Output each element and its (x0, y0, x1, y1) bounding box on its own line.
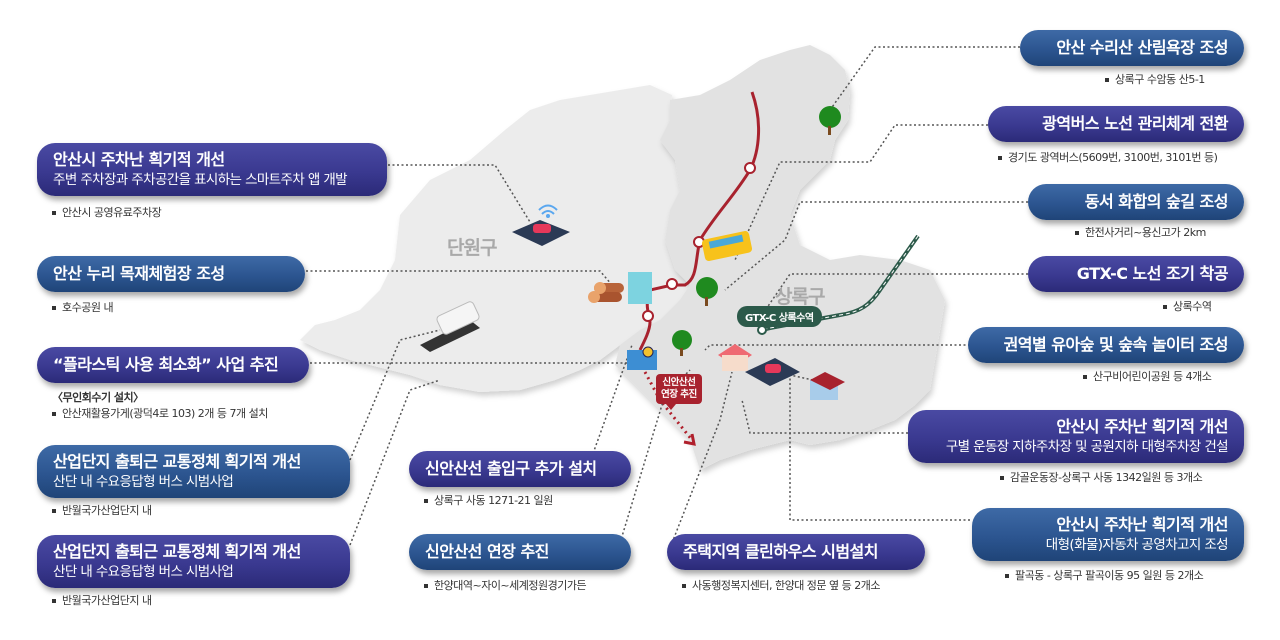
center-box-clean-house[interactable]: 주택지역 클린하우스 시범설치 (667, 534, 925, 570)
right-note-truck-garage: 팔곡동 - 상록구 팔곡이동 95 일원 등 2개소 (1005, 568, 1204, 584)
bullet-icon (682, 584, 686, 588)
bullet-icon (52, 412, 56, 416)
tree-icon (819, 106, 841, 135)
left-note-wood-experience: 호수공원 내 (52, 300, 114, 316)
note-heading: 〈무인회수기 설치〉 (52, 391, 144, 404)
wood-logs-icon (588, 282, 624, 303)
center-note-sinansan-entrance: 상록구 사동 1271-21 일원 (424, 493, 553, 509)
box-subtitle: 산단 내 수요응답형 버스 시범사업 (53, 474, 234, 490)
right-box-truck-garage[interactable]: 안산시 주차난 획기적 개선 대형(화물)자동차 공영차고지 조성 (972, 508, 1244, 561)
subway-line (638, 91, 760, 351)
yellow-bus-icon (701, 230, 753, 262)
left-note-industrial-commute-2: 반월국가산업단지 내 (52, 593, 152, 609)
arrow-head-icon (683, 433, 696, 446)
right-note-gtx-c: 상록수역 (1163, 299, 1212, 315)
danwon-district-shape (300, 85, 690, 392)
bullet-icon (1000, 476, 1004, 480)
right-note-forest-playground: 산구비어린이공원 등 4개소 (1083, 369, 1212, 385)
center-box-sinansan-extension[interactable]: 신안산선 연장 추진 (409, 534, 631, 570)
box-title: 안산 수리산 산림욕장 조성 (1056, 38, 1228, 57)
box-subtitle: 구별 운동장 지하주차장 및 공원지하 대형주차장 건설 (945, 439, 1229, 455)
tree-icon (672, 330, 692, 356)
right-box-wide-bus[interactable]: 광역버스 노선 관리체계 전환 (988, 106, 1244, 142)
right-box-gtx-c[interactable]: GTX-C 노선 조기 착공 (1028, 256, 1244, 292)
bullet-icon (52, 211, 56, 215)
house-icon (718, 344, 752, 371)
box-title: 신안산선 연장 추진 (425, 542, 549, 561)
bullet-icon (424, 499, 428, 503)
bullet-icon (424, 584, 428, 588)
box-title: 산업단지 출퇴근 교통정체 획기적 개선 (53, 452, 301, 471)
bullet-icon (1075, 231, 1079, 235)
box-title: 주택지역 클린하우스 시범설치 (683, 542, 879, 561)
center-note-sinansan-extension: 한양대역~자이~세계정원경기가든 (424, 578, 587, 594)
right-note-east-west-forest-path: 한전사거리~용신고가 2km (1075, 225, 1206, 241)
sinansan-extension-callout: 신안산선 연장 추진 (656, 374, 702, 410)
box-title: 동서 화합의 숲길 조성 (1084, 192, 1229, 211)
gtx-station-dot (757, 325, 767, 335)
right-box-east-west-forest-path[interactable]: 동서 화합의 숲길 조성 (1028, 184, 1244, 220)
station-dot (666, 278, 678, 290)
bullet-icon (1005, 574, 1009, 578)
right-note-surisan-forest: 상록구 수암동 산5-1 (1105, 72, 1205, 88)
box-title: 산업단지 출퇴근 교통정체 획기적 개선 (53, 542, 301, 561)
garage-icon (810, 372, 845, 400)
center-box-sinansan-entrance[interactable]: 신안산선 출입구 추가 설치 (409, 451, 631, 487)
bullet-icon (1083, 375, 1087, 379)
sangnok-district-label: 상록구 (775, 286, 825, 308)
box-title: 안산 누리 목재체험장 조성 (53, 264, 225, 283)
left-box-wood-experience[interactable]: 안산 누리 목재체험장 조성 (37, 256, 305, 292)
bullet-icon (998, 156, 1002, 160)
left-box-smart-parking[interactable]: 안산시 주차난 획기적 개선 주변 주차장과 주차공간을 표시하는 스마트주차 … (37, 143, 387, 196)
left-box-industrial-commute-1[interactable]: 산업단지 출퇴근 교통정체 획기적 개선 산단 내 수요응답형 버스 시범사업 (37, 445, 350, 498)
left-note-smart-parking: 안산시 공영유료주차장 (52, 205, 162, 221)
right-box-underground-parking[interactable]: 안산시 주차난 획기적 개선 구별 운동장 지하주차장 및 공원지하 대형주차장… (908, 410, 1244, 463)
danwon-district-label: 단원구 (447, 237, 497, 259)
bullet-icon (52, 599, 56, 603)
station-dot (744, 162, 756, 174)
bullet-icon (1163, 305, 1167, 309)
right-box-surisan-forest[interactable]: 안산 수리산 산림욕장 조성 (1020, 30, 1244, 66)
smart-parking-icon (512, 204, 570, 246)
center-note-clean-house: 사동행정복지센터, 한양대 정문 옆 등 2개소 (682, 578, 881, 594)
bullet-icon (52, 306, 56, 310)
left-note-industrial-commute-1: 반월국가산업단지 내 (52, 503, 152, 519)
box-subtitle: 산단 내 수요응답형 버스 시범사업 (53, 564, 234, 580)
building-icon (628, 272, 652, 304)
box-subtitle: 주변 주차장과 주차공간을 표시하는 스마트주차 앱 개발 (53, 172, 348, 188)
sangnok-district-shape (615, 45, 945, 470)
gtx-c-station-label: GTX-C 상록수역 (737, 306, 822, 327)
parking-lot-icon (745, 358, 800, 386)
box-title: 신안산선 출입구 추가 설치 (425, 459, 597, 478)
box-title: 안산시 주차난 획기적 개선 (1056, 417, 1228, 436)
station-building-icon (627, 346, 657, 370)
box-title: “플라스틱 사용 최소화” 사업 추진 (53, 355, 279, 374)
left-box-industrial-commute-2[interactable]: 산업단지 출퇴근 교통정체 획기적 개선 산단 내 수요응답형 버스 시범사업 (37, 535, 350, 588)
right-box-forest-playground[interactable]: 권역별 유아숲 및 숲속 놀이터 조성 (968, 327, 1244, 363)
tree-icon (696, 277, 718, 306)
box-title: 권역별 유아숲 및 숲속 놀이터 조성 (1003, 335, 1229, 354)
left-box-plastic-minimize[interactable]: “플라스틱 사용 최소화” 사업 추진 (37, 347, 309, 383)
right-note-underground-parking: 감골운동장-상록구 사동 1342일원 등 3개소 (1000, 470, 1203, 486)
box-title: 안산시 주차난 획기적 개선 (53, 150, 225, 169)
left-note-plastic-minimize: 〈무인회수기 설치〉 안산재활용가게(광덕4로 103) 2개 등 7개 설치 (52, 391, 268, 420)
box-title: 안산시 주차난 획기적 개선 (1056, 515, 1228, 534)
box-title: 광역버스 노선 관리체계 전환 (1042, 114, 1228, 133)
box-subtitle: 대형(화물)자동차 공영차고지 조성 (1045, 537, 1229, 553)
station-dot (642, 310, 654, 322)
bus-icon (420, 301, 480, 352)
box-title: GTX-C 노선 조기 착공 (1076, 264, 1229, 283)
right-note-wide-bus: 경기도 광역버스(5609번, 3100번, 3101번 등) (998, 150, 1218, 166)
bullet-icon (1105, 78, 1109, 82)
bullet-icon (52, 509, 56, 513)
